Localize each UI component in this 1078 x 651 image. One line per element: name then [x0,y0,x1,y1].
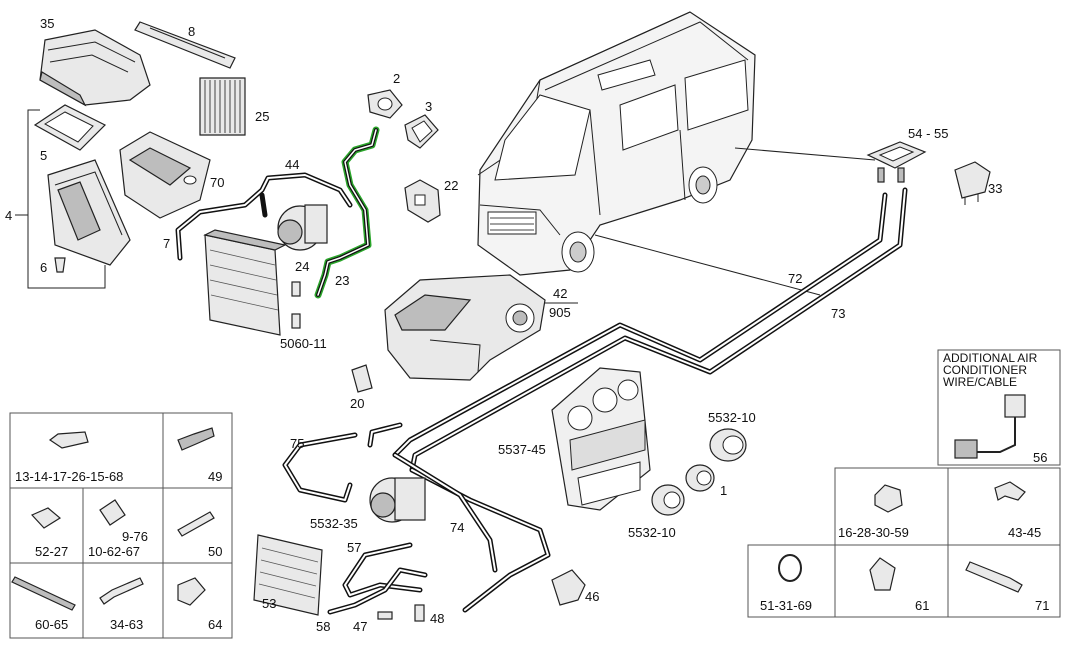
label-72: 72 [788,271,802,286]
group-bracket-4 [27,109,106,289]
note-line-2: CONDITIONER [943,363,1027,377]
label-57: 57 [347,540,361,555]
grid-left-cell-4a: 9-76 [122,529,148,544]
label-22: 22 [444,178,458,193]
grid-right-cell-3: 51-31-69 [760,598,812,613]
grid-left-cell-7: 34-63 [110,617,143,632]
label-1: 1 [720,483,727,498]
label-3: 3 [425,99,432,114]
part-3-gasket [404,114,439,149]
label-25: 25 [255,109,269,124]
label-5532-10-top: 5532-10 [708,410,756,425]
grid-left-cell-8: 64 [208,617,222,632]
label-48: 48 [430,611,444,626]
label-5537-45: 5537-45 [498,442,546,457]
grid-right-cell-1: 16-28-30-59 [838,525,909,540]
label-46: 46 [585,589,599,604]
label-53: 53 [262,596,276,611]
label-2: 2 [393,71,400,86]
grid-left-cell-5: 50 [208,544,222,559]
part-8-strip [134,21,236,69]
pipes-72-73 [392,187,908,473]
part-70-duct [119,131,211,219]
part-5-frame [33,104,107,151]
label-23: 23 [335,273,349,288]
hose-58 [327,567,428,615]
pipe-75 [282,422,403,503]
part-20-clip [351,364,373,393]
label-44: 44 [285,157,299,172]
grid-left-cell-1: 13-14-17-26-15-68 [15,469,123,484]
label-35: 35 [40,16,54,31]
grid-left-cell-3: 52-27 [35,544,68,559]
part-5537-45-dash-panel [551,367,651,511]
part-47-48-fittings [377,604,425,622]
part-2-fitting [367,89,403,119]
left-parts-grid [9,412,233,639]
grid-left-cell-6: 60-65 [35,617,68,632]
right-parts-grid [747,467,1061,618]
compressor-small [277,204,328,251]
part-53-condenser [253,534,323,616]
label-8: 8 [188,24,195,39]
part-24-sensor [291,281,301,329]
leader-van-73 [594,234,821,296]
label-56: 56 [1033,450,1047,465]
note-line-3: WIRE/CABLE [943,375,1017,389]
label-42: 42 [553,286,567,301]
label-5532-10-bottom: 5532-10 [628,525,676,540]
grid-right-cell-5: 71 [1035,598,1049,613]
vent-knob-bottom [651,484,685,516]
hose-23-highlighted [314,126,380,299]
part-54-55-switch [866,141,927,183]
label-58: 58 [316,619,330,634]
label-33: 33 [988,181,1002,196]
grid-right-cell-4: 61 [915,598,929,613]
part-33-relay [954,161,991,205]
grid-right-cell-2: 43-45 [1008,525,1041,540]
leader-van-54 [734,147,876,161]
grid-left-cell-4b: 10-62-67 [88,544,140,559]
label-5060-11: 5060-11 [280,336,327,351]
note-line-1: ADDITIONAL AIR [943,351,1038,365]
label-5: 5 [40,148,47,163]
part-42-hvac-unit [384,274,546,381]
part-5532-35-compressor [369,477,426,523]
label-4: 4 [5,208,12,223]
label-7: 7 [163,236,170,251]
pipe-74 [392,452,551,613]
label-70: 70 [210,175,224,190]
part-46-bracket [551,569,586,606]
label-20: 20 [350,396,364,411]
label-75: 75 [290,436,304,451]
note-additional-ac [937,349,1061,466]
label-6: 6 [40,260,47,275]
label-54-55: 54 - 55 [908,126,948,141]
label-74: 74 [450,520,464,535]
condenser-panel [203,229,287,336]
label-24: 24 [295,259,309,274]
vent-knob-middle [685,464,715,492]
label-905: 905 [549,305,571,320]
label-5532-35: 5532-35 [310,516,358,531]
grid-left-cell-2: 49 [208,469,222,484]
part-22-bracket [404,179,441,223]
van-illustration [477,11,756,276]
part-35-housing [39,29,151,107]
label-47: 47 [353,619,367,634]
hose-44-7 [175,172,353,261]
part-4-housing [47,159,131,273]
vent-knob-top [709,428,747,462]
part-25-filter [199,77,246,136]
label-73: 73 [831,306,845,321]
